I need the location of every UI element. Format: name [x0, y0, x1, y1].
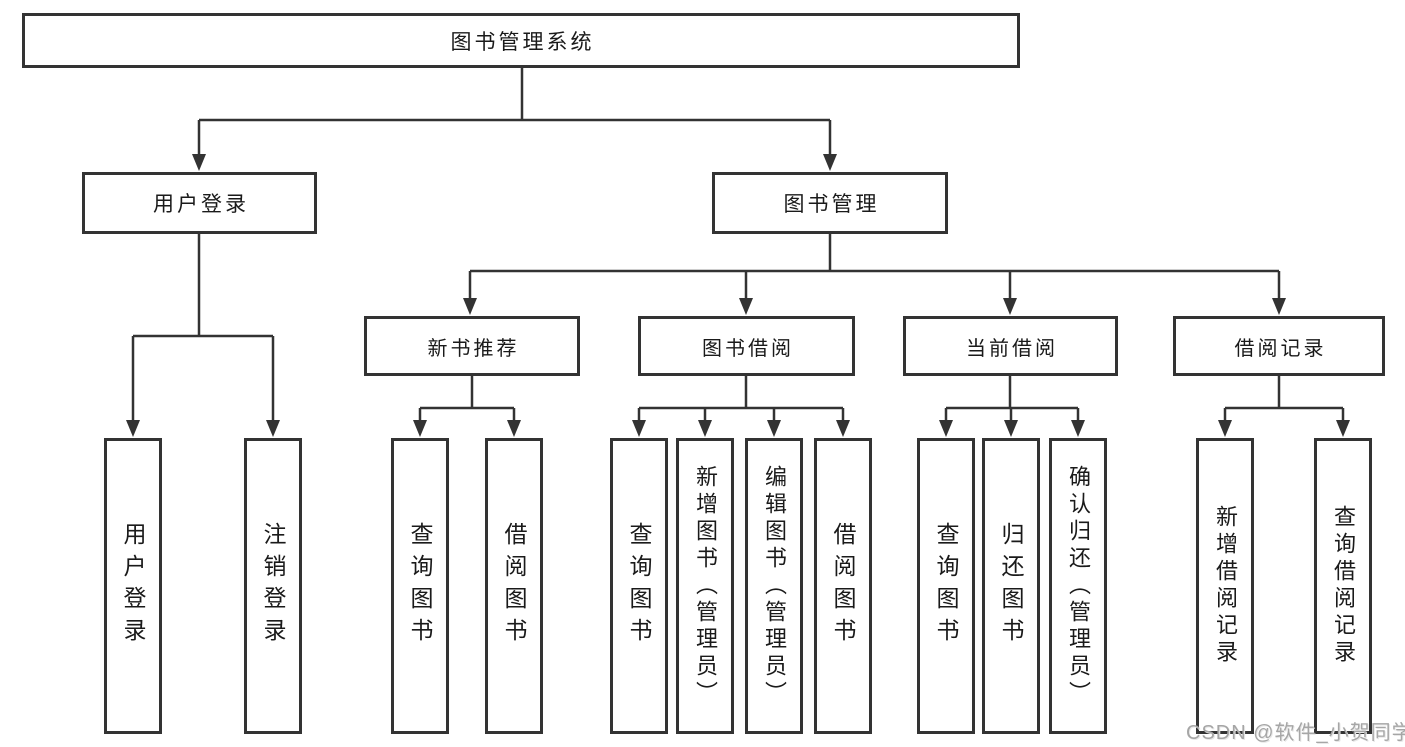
leaf-br-add-record: 新增借阅记录 [1196, 438, 1254, 734]
node-new-book-recommend: 新书推荐 [364, 316, 580, 376]
leaf-user-login: 用户登录 [104, 438, 162, 734]
leaf-bb-edit-books-admin: 编辑图书（管理员） [745, 438, 803, 734]
leaf-logout: 注销登录 [244, 438, 302, 734]
node-book-management: 图书管理 [712, 172, 948, 234]
watermark: CSDN @软件_小贺同学 [1186, 722, 1405, 744]
node-root: 图书管理系统 [22, 13, 1020, 68]
leaf-br-query-record: 查询借阅记录 [1314, 438, 1372, 734]
leaf-bb-query-books: 查询图书 [610, 438, 668, 734]
leaf-bb-borrow-books: 借阅图书 [814, 438, 872, 734]
leaf-cb-query-books: 查询图书 [917, 438, 975, 734]
leaf-rec-borrow-books: 借阅图书 [485, 438, 543, 734]
leaf-rec-query-books: 查询图书 [391, 438, 449, 734]
node-borrow-records: 借阅记录 [1173, 316, 1385, 376]
node-current-borrow: 当前借阅 [903, 316, 1118, 376]
leaf-bb-add-books-admin: 新增图书（管理员） [676, 438, 734, 734]
node-user-login: 用户登录 [82, 172, 317, 234]
leaf-cb-return-books: 归还图书 [982, 438, 1040, 734]
leaf-cb-confirm-return-admin: 确认归还（管理员） [1049, 438, 1107, 734]
node-book-borrow: 图书借阅 [638, 316, 855, 376]
